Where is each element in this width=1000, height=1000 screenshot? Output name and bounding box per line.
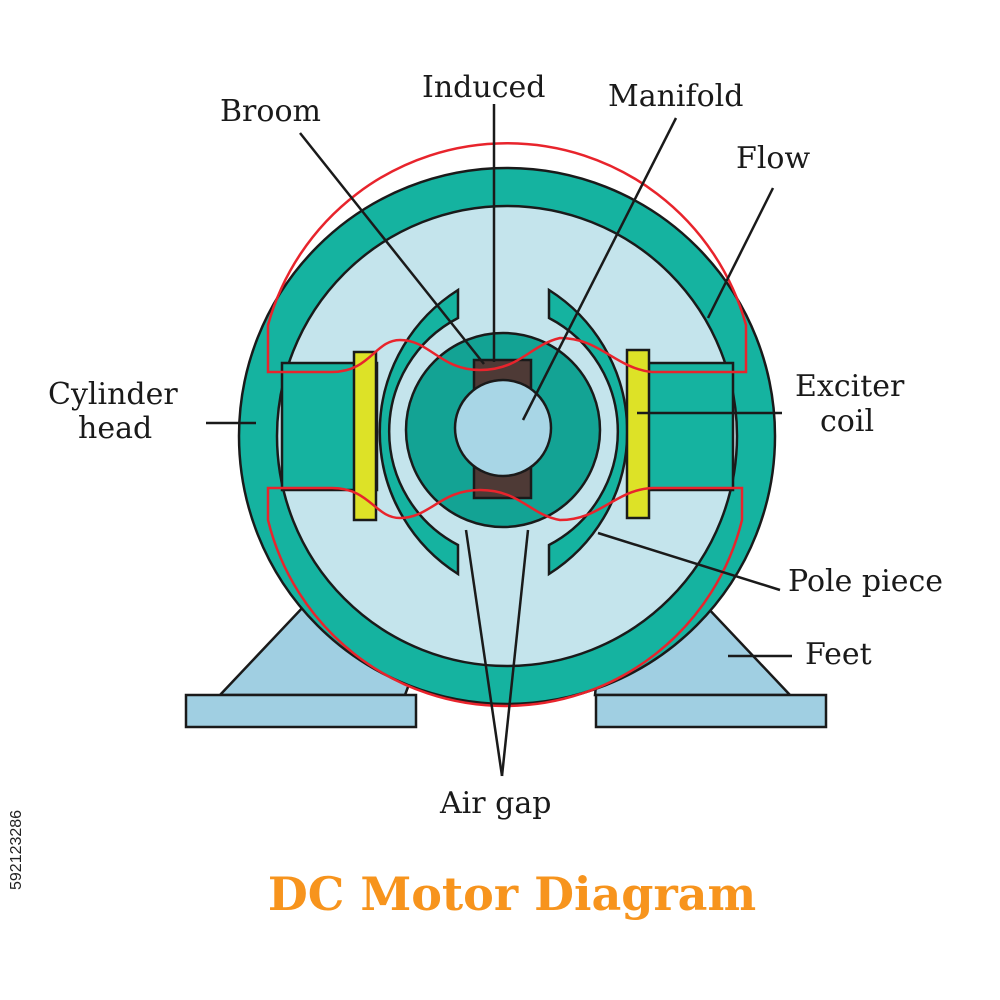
left-exciter-coil	[352, 350, 378, 522]
flux-lines	[266, 141, 748, 708]
left-pole-shoe	[378, 287, 460, 577]
label-cylinder-head-2: head	[78, 411, 152, 446]
label-broom: Broom	[220, 94, 321, 129]
label-exciter-coil-1: Exciter	[795, 369, 905, 404]
label-flow: Flow	[736, 141, 810, 176]
label-pole-piece: Pole piece	[788, 564, 943, 599]
leader-lines	[206, 104, 792, 777]
right-exciter-coil	[625, 348, 651, 520]
label-feet: Feet	[805, 637, 872, 672]
left-foot-base	[184, 693, 418, 729]
label-exciter-coil-2: coil	[820, 404, 874, 439]
diagram-title: DC Motor Diagram	[268, 867, 756, 921]
label-air-gap: Air gap	[439, 786, 551, 821]
stock-image-id: 592123286	[8, 809, 25, 890]
label-cylinder-head-1: Cylinder	[48, 377, 178, 412]
label-induced: Induced	[422, 70, 545, 105]
feet	[184, 603, 828, 729]
label-manifold: Manifold	[608, 79, 743, 114]
right-pole-bar	[635, 361, 735, 492]
right-foot-base	[594, 693, 828, 729]
commutator	[453, 378, 553, 478]
